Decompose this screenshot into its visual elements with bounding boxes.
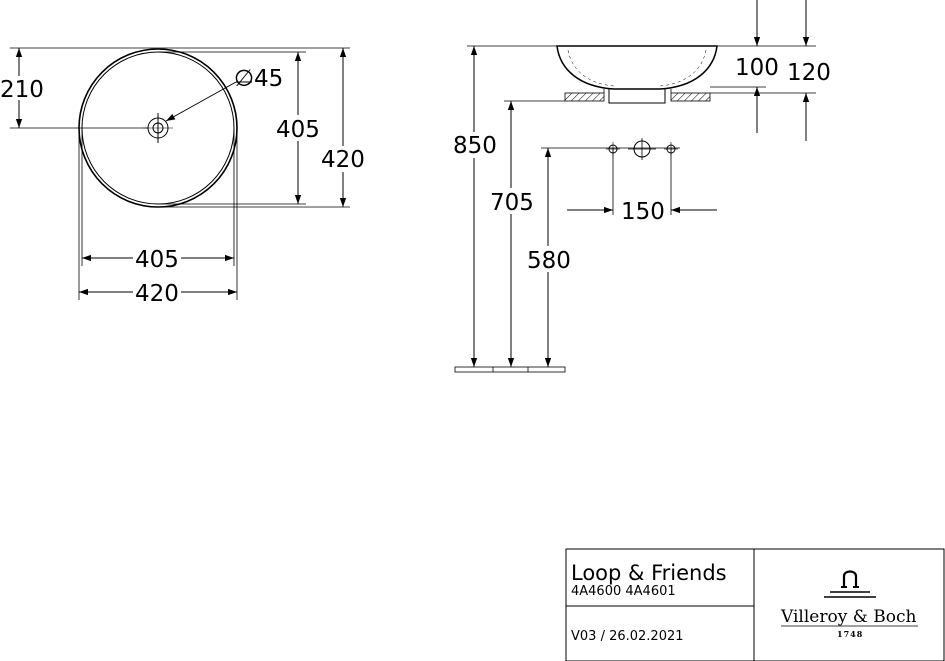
label-420-horizontal: 420 xyxy=(135,281,179,307)
label-580: 580 xyxy=(527,248,571,274)
label-850: 850 xyxy=(453,133,497,159)
product-name: Loop & Friends xyxy=(571,561,727,585)
villeroy-boch-logo: Villeroy & Boch 1748 xyxy=(780,570,918,639)
label-100: 100 xyxy=(735,55,779,81)
article-numbers: 4A4600 4A4601 xyxy=(571,584,676,599)
label-210: 210 xyxy=(0,77,44,103)
floor xyxy=(454,366,566,373)
countertop-right xyxy=(670,92,711,102)
countertop-left xyxy=(564,92,605,102)
label-405-horizontal: 405 xyxy=(135,247,179,273)
tap-hole-left xyxy=(606,142,620,156)
top-view-labels: 210 ∅45 405 420 405 420 xyxy=(0,66,367,307)
label-420-vertical: 420 xyxy=(321,147,365,173)
tap-hole-right xyxy=(664,142,678,156)
drain-body xyxy=(608,88,666,104)
dim-line-diameter xyxy=(165,81,237,122)
basin-bowl xyxy=(556,45,718,90)
side-view-labels: 850 705 580 100 120 150 xyxy=(453,54,832,274)
label-120: 120 xyxy=(787,60,831,86)
faucet-emblem-icon xyxy=(824,570,876,598)
label-diameter-45: ∅45 xyxy=(234,66,283,92)
label-405-vertical: 405 xyxy=(276,117,320,143)
version-date: V03 / 26.02.2021 xyxy=(571,629,684,644)
brand-year: 1748 xyxy=(837,629,863,639)
tap-hole-center xyxy=(628,138,656,160)
label-150: 150 xyxy=(621,199,665,225)
brand-name: Villeroy & Boch xyxy=(780,607,917,627)
label-705: 705 xyxy=(490,190,534,216)
title-block: Loop & Friends 4A4600 4A4601 V03 / 26.02… xyxy=(565,548,945,661)
